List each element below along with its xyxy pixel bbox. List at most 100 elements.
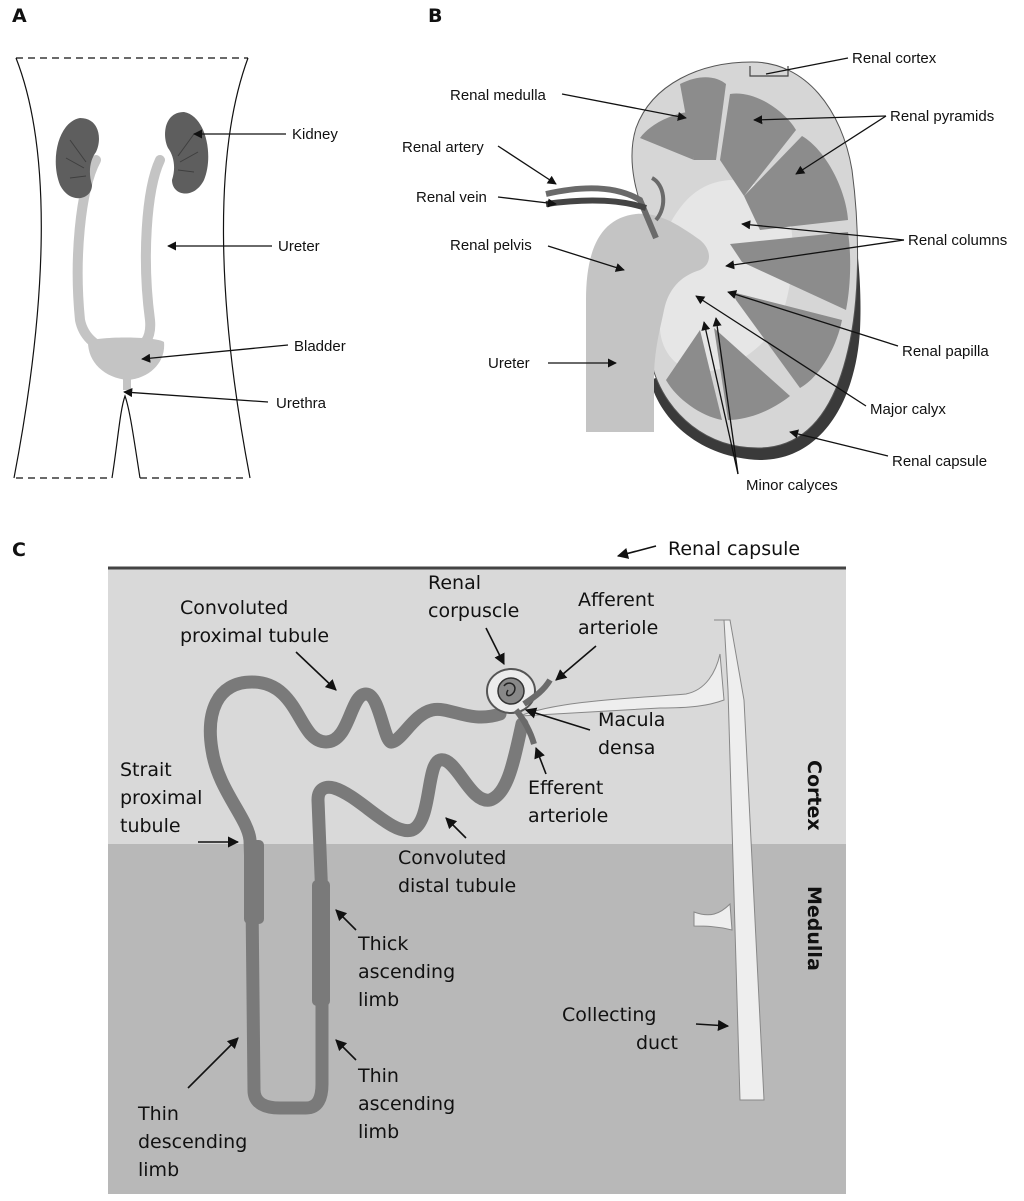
- renal-artery-shape: [545, 185, 659, 240]
- label-tal-1: Thick: [357, 933, 408, 955]
- label-renal-vein: Renal vein: [416, 189, 487, 206]
- label-efferent-2: arteriole: [528, 805, 608, 827]
- renal-pyramid: [666, 330, 722, 420]
- label-thin-desc-2: descending: [138, 1131, 247, 1153]
- label-minor-calyces: Minor calyces: [746, 477, 838, 494]
- kidney-right: [165, 112, 209, 194]
- label-renal-corpuscle-2: corpuscle: [428, 600, 519, 622]
- tal-arrow: [335, 909, 357, 931]
- label-kidney: Kidney: [292, 126, 338, 143]
- label-urethra: Urethra: [276, 395, 327, 412]
- label-ureter-b: Ureter: [488, 355, 530, 372]
- major-calyx-arrow: [695, 295, 867, 407]
- label-afferent-2: arteriole: [578, 617, 658, 639]
- label-bladder: Bladder: [294, 338, 346, 355]
- panel-c-letter: C: [12, 539, 26, 561]
- renal-papilla-arrow: [727, 290, 899, 347]
- macula-arrow: [524, 707, 591, 731]
- efferent-arteriole-shape: [513, 708, 537, 745]
- renal-corpuscle-shape: [486, 668, 536, 714]
- bladder-arrow: [141, 344, 289, 363]
- bladder: [88, 337, 165, 390]
- label-collecting-1: Collecting: [562, 1004, 656, 1026]
- cortex-bracket: [749, 66, 789, 77]
- renal-pyramids-group: [640, 77, 851, 420]
- renal-pelvis-arrow: [547, 245, 625, 272]
- renal-vein-shape: [545, 197, 647, 211]
- label-thin-asc-2: ascending: [358, 1093, 455, 1115]
- kidney-left: [55, 118, 99, 199]
- label-cdt-1: Convoluted: [398, 847, 506, 869]
- connecting-tubule: [519, 653, 725, 717]
- collecting-duct-shape: [714, 619, 765, 1101]
- label-collecting-2: duct: [636, 1032, 678, 1054]
- label-renal-medulla: Renal medulla: [450, 87, 547, 104]
- label-spt-2: proximal: [120, 787, 202, 809]
- label-cdt-2: distal tubule: [398, 875, 516, 897]
- thin-desc-arrow: [187, 1037, 239, 1089]
- renal-capsule-c-arrow: [616, 545, 657, 559]
- afferent-arrow: [555, 645, 597, 681]
- label-medulla-zone: Medulla: [803, 886, 825, 971]
- renal-columns-arrow-1: [741, 220, 905, 241]
- duct-branch: [693, 902, 733, 931]
- label-renal-cortex: Renal cortex: [852, 50, 937, 67]
- panel-a-letter: A: [12, 5, 27, 27]
- label-thin-desc-3: limb: [138, 1159, 179, 1181]
- cpt-arrow: [295, 651, 337, 691]
- renal-pyramid: [640, 112, 694, 160]
- straight-proximal-segment: [244, 840, 264, 924]
- body-outline: [13, 57, 251, 479]
- afferent-arteriole-shape: [522, 678, 553, 707]
- renal-pyramid: [730, 232, 851, 310]
- renal-pyramid: [732, 292, 842, 388]
- label-afferent-1: Afferent: [578, 589, 654, 611]
- label-macula-2: densa: [598, 737, 655, 759]
- urethra-arrow: [123, 388, 269, 403]
- renal-vein-arrow: [497, 196, 557, 208]
- label-tal-3: limb: [358, 989, 399, 1011]
- label-thin-desc-1: Thin: [137, 1103, 179, 1125]
- panel-b: B Renal cortex Renal medull: [402, 5, 1007, 494]
- renal-corpuscle-arrow: [485, 627, 505, 666]
- thin-asc-arrow: [335, 1039, 357, 1061]
- panel-c: C Renal capsule Renal corpuscle Afferent…: [12, 538, 846, 1194]
- renal-medulla-arrow: [561, 93, 687, 121]
- panel-b-letter: B: [428, 5, 442, 27]
- label-major-calyx: Major calyx: [870, 401, 946, 418]
- label-renal-artery: Renal artery: [402, 139, 484, 156]
- efferent-arrow: [534, 746, 547, 775]
- label-renal-corpuscle-1: Renal: [428, 572, 481, 594]
- label-spt-1: Strait: [120, 759, 172, 781]
- thick-ascending-segment: [312, 880, 330, 1006]
- label-cortex-zone: Cortex: [803, 760, 825, 831]
- minor-calyces-arrow-2: [712, 317, 739, 475]
- label-thin-asc-3: limb: [358, 1121, 399, 1143]
- label-macula-1: Macula: [598, 709, 665, 731]
- label-tal-2: ascending: [358, 961, 455, 983]
- label-thin-asc-1: Thin: [357, 1065, 399, 1087]
- renal-pyramids-arrow-2: [795, 115, 887, 175]
- label-renal-capsule-c: Renal capsule: [668, 538, 800, 560]
- renal-pyramid: [714, 328, 790, 420]
- renal-columns-arrow-2: [725, 239, 905, 270]
- panel-a: A Kidney Ureter Bl: [12, 5, 346, 479]
- label-renal-capsule-b: Renal capsule: [892, 453, 987, 470]
- renal-capsule-b-arrow: [789, 429, 889, 457]
- label-ureter-a: Ureter: [278, 238, 320, 255]
- medulla-region-c: [108, 844, 846, 1194]
- renal-pyramids-arrow-1: [753, 115, 887, 125]
- label-renal-pelvis: Renal pelvis: [450, 237, 532, 254]
- label-renal-pyramids: Renal pyramids: [890, 108, 994, 125]
- cdt-arrow: [445, 817, 467, 839]
- renal-pyramid: [744, 136, 848, 230]
- label-efferent-1: Efferent: [528, 777, 603, 799]
- renal-cortex-arrow: [765, 57, 849, 75]
- label-renal-columns: Renal columns: [908, 232, 1007, 249]
- label-cpt-1: Convoluted: [180, 597, 288, 619]
- collecting-arrow: [695, 1019, 730, 1031]
- minor-calyces-arrow-1: [701, 321, 739, 475]
- renal-artery-arrow: [497, 145, 557, 185]
- label-cpt-2: proximal tubule: [180, 625, 329, 647]
